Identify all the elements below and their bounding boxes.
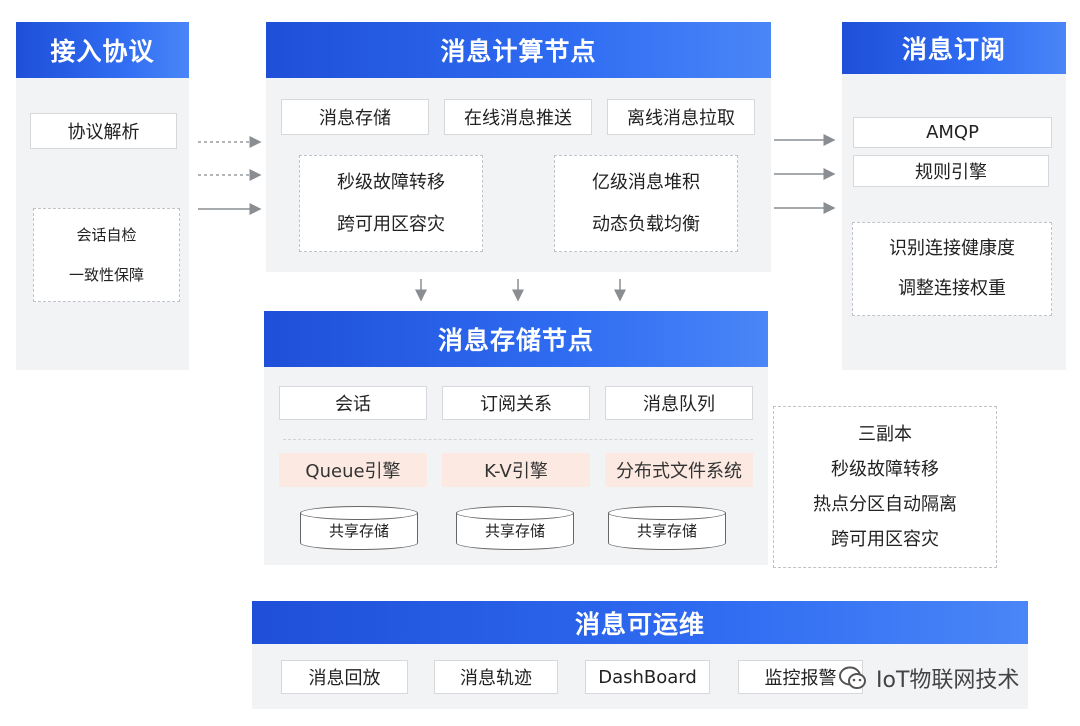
subscribe-box-item: 调整连接权重 [898,278,1006,299]
ops-monitor-alert: 监控报警 [738,660,863,694]
storage-header: 消息存储节点 [264,311,768,367]
compute-right-item: 动态负载均衡 [592,213,700,235]
compute-failover-box: 秒级故障转移 跨可用区容灾 [299,155,483,252]
ops-dashboard: DashBoard [585,660,710,694]
kv-engine: K-V引擎 [442,453,590,487]
shared-storage-cylinder: 共享存储 [456,506,574,550]
compute-tab-storage: 消息存储 [281,99,429,135]
access-item: 会话自检 [76,226,137,244]
access-panel [16,22,189,370]
subscribe-box-item: 识别连接健康度 [889,238,1015,259]
shared-storage-label: 共享存储 [636,522,697,540]
compute-left-item: 跨可用区容灾 [337,213,445,235]
access-item: 一致性保障 [68,266,144,284]
replica-item: 秒级故障转移 [831,459,939,480]
shared-storage-label: 共享存储 [484,522,545,540]
shared-storage-cylinder: 共享存储 [300,506,418,550]
subscribe-header: 消息订阅 [842,22,1066,74]
storage-divider [283,439,753,440]
shared-storage-label: 共享存储 [328,522,389,540]
ops-header: 消息可运维 [252,601,1028,644]
wechat-icon [838,664,868,692]
watermark-text: IoT物联网技术 [876,668,1020,693]
subscribe-health-box: 识别连接健康度 调整连接权重 [852,222,1052,316]
subscribe-panel [842,22,1066,370]
storage-tab-queue: 消息队列 [605,386,753,420]
access-header: 接入协议 [16,22,189,78]
replica-item: 热点分区自动隔离 [813,494,957,515]
compute-header: 消息计算节点 [266,22,771,78]
dfs-engine: 分布式文件系统 [605,453,753,487]
compute-tab-offline-pull: 离线消息拉取 [607,99,755,135]
subscribe-amqp: AMQP [853,117,1052,148]
access-parse-box: 协议解析 [30,113,177,149]
watermark: IoT物联网技术 [838,662,1019,694]
storage-tab-subscription: 订阅关系 [442,386,590,420]
replica-item: 跨可用区容灾 [831,529,939,550]
queue-engine: Queue引擎 [279,453,427,487]
storage-tab-session: 会话 [279,386,427,420]
replica-item: 三副本 [858,424,912,445]
access-session-box: 会话自检 一致性保障 [33,208,180,302]
compute-tab-online-push: 在线消息推送 [444,99,592,135]
subscribe-rule-engine: 规则引擎 [853,155,1049,187]
compute-right-item: 亿级消息堆积 [592,171,700,193]
ops-replay: 消息回放 [281,660,408,694]
shared-storage-cylinder: 共享存储 [608,506,726,550]
ops-trace: 消息轨迹 [434,660,558,694]
replica-box: 三副本 秒级故障转移 热点分区自动隔离 跨可用区容灾 [773,406,997,568]
compute-left-item: 秒级故障转移 [337,171,445,193]
compute-backlog-box: 亿级消息堆积 动态负载均衡 [554,155,738,252]
